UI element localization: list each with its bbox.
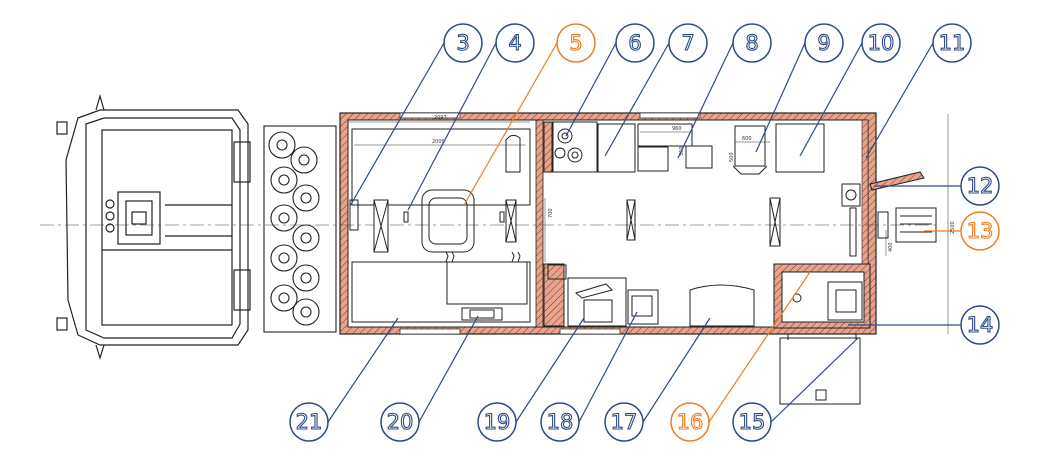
callout-leader-line xyxy=(604,42,670,157)
callout-leader-line xyxy=(418,315,479,423)
callout-circle xyxy=(670,402,710,442)
callout-12: 12 xyxy=(874,166,1000,206)
callout-circle xyxy=(604,402,644,442)
callout-leader-line xyxy=(642,317,711,423)
callout-number: 20 xyxy=(387,410,414,434)
callout-circle xyxy=(960,305,1000,345)
callout-layer: 3 4 5 6 7 8 9 10 11 12 13 14 15 16 17 18 19 20 21 xyxy=(289,23,1000,442)
callout-10: 10 xyxy=(799,23,901,157)
callout-19: 19 xyxy=(477,317,585,442)
callout-circle xyxy=(960,211,1000,251)
right-dimensions xyxy=(640,114,949,334)
callout-circle xyxy=(615,23,655,63)
callout-circle xyxy=(556,23,596,63)
callout-circle xyxy=(380,402,420,442)
callout-number: 4 xyxy=(508,31,521,55)
callout-circle xyxy=(932,23,972,63)
callout-number: 12 xyxy=(967,174,994,198)
callout-3: 3 xyxy=(349,23,483,207)
callout-leader-line xyxy=(770,337,859,423)
callout-17: 17 xyxy=(604,317,711,442)
callout-number: 14 xyxy=(967,313,994,337)
callout-leader-line xyxy=(515,317,585,423)
callout-leader-line xyxy=(799,42,863,157)
callout-number: 16 xyxy=(677,410,704,434)
callout-circle xyxy=(668,23,708,63)
callout-leader-line xyxy=(865,42,934,159)
callout-circle xyxy=(495,23,535,63)
callout-leader-line xyxy=(565,42,617,137)
callout-circle xyxy=(540,402,580,442)
dim-rear-width: 2500 xyxy=(950,221,956,234)
callout-circle xyxy=(732,23,772,63)
dim-width-inner: 2000 xyxy=(432,139,445,145)
right-compartment xyxy=(543,121,871,405)
cable-reels xyxy=(263,125,337,333)
dim-cabinet-a: 960 xyxy=(672,126,682,132)
dim-shelf-depth: 700 xyxy=(548,208,554,218)
callout-circle xyxy=(477,402,517,442)
callout-number: 9 xyxy=(817,31,830,55)
callout-21: 21 xyxy=(289,317,399,442)
callout-circle xyxy=(960,166,1000,206)
callout-18: 18 xyxy=(540,311,638,442)
truck-cab xyxy=(56,93,251,361)
callout-number: 8 xyxy=(745,31,758,55)
callout-circle xyxy=(443,23,483,63)
callout-7: 7 xyxy=(604,23,708,157)
callout-number: 17 xyxy=(611,410,638,434)
callout-circle xyxy=(861,23,901,63)
callout-leader-line xyxy=(327,317,399,423)
callout-number: 19 xyxy=(484,410,511,434)
dim-width-top: 2097 xyxy=(434,115,447,121)
callout-16: 16 xyxy=(670,271,811,442)
callout-number: 6 xyxy=(628,31,641,55)
left-compartment xyxy=(349,128,531,323)
callout-number: 15 xyxy=(739,410,766,434)
callout-leader-line xyxy=(708,271,811,423)
callout-8: 8 xyxy=(677,23,772,159)
dim-cabinet-b: 560 xyxy=(679,146,685,156)
callout-number: 11 xyxy=(939,31,966,55)
callout-circle xyxy=(289,402,329,442)
callout-14: 14 xyxy=(848,305,1000,345)
dim-cabinet-c: 600 xyxy=(742,136,752,142)
callout-5: 5 xyxy=(463,23,596,206)
dim-step-depth: 400 xyxy=(888,242,894,252)
callout-4: 4 xyxy=(407,23,535,211)
callout-number: 18 xyxy=(547,410,574,434)
dim-cabinet-d: 500 xyxy=(729,152,735,162)
callout-20: 20 xyxy=(380,315,479,442)
callout-leader-line xyxy=(349,42,445,207)
callout-circle xyxy=(732,402,772,442)
callout-number: 7 xyxy=(681,31,694,55)
callout-leader-line xyxy=(677,42,734,159)
callout-number: 10 xyxy=(868,31,895,55)
left-dimensions xyxy=(348,121,546,262)
callout-11: 11 xyxy=(865,23,972,159)
callout-leader-line xyxy=(407,42,497,211)
callout-leader-line xyxy=(755,42,806,153)
callout-13: 13 xyxy=(924,211,1000,251)
callout-number: 21 xyxy=(296,410,323,434)
callout-6: 6 xyxy=(565,23,655,137)
callout-15: 15 xyxy=(732,337,859,442)
callout-leader-line xyxy=(463,42,558,206)
callout-number: 5 xyxy=(569,31,582,55)
callout-leader-line xyxy=(578,311,638,423)
callout-9: 9 xyxy=(755,23,844,153)
callout-circle xyxy=(804,23,844,63)
callout-number: 3 xyxy=(456,31,469,55)
callout-number: 13 xyxy=(967,219,994,243)
